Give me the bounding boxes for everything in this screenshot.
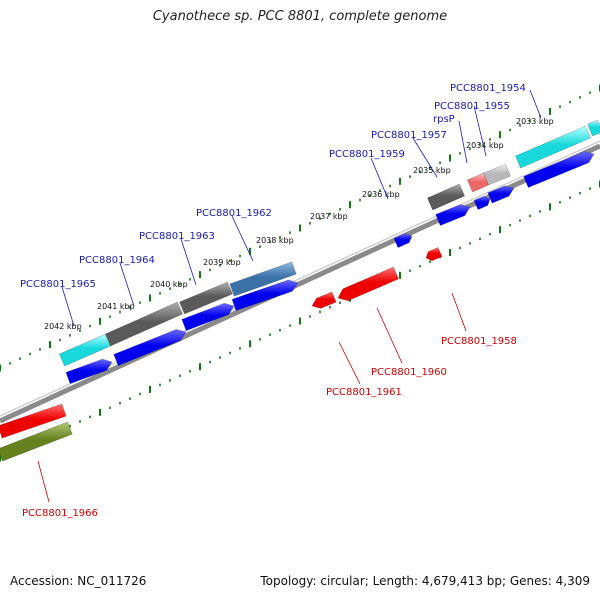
gene-label: PCC8801_1962 [196,208,272,219]
kbp-tick-label: 2036 kbp [362,190,400,199]
gene-forward [435,204,471,226]
feature-light [483,163,511,186]
gene-label-leader [119,262,135,307]
accession-text: Accession: NC_011726 [10,574,147,588]
gene-label-leader [37,460,50,503]
gene-forward [487,185,515,204]
gene-label-leader [473,105,487,157]
topology-text: Topology: circular; Length: 4,679,413 bp… [260,574,590,588]
feature-cyan [59,333,111,367]
feature-olive [0,421,73,462]
gene-label: rpsP [433,114,455,125]
gene-reverse [0,403,67,439]
gene-label-leader [376,307,403,364]
gene-label: PCC8801_1964 [79,255,155,266]
gene-label: PCC8801_1963 [139,231,215,242]
kbp-tick-label: 2042 kbp [44,322,82,331]
gene-label: PCC8801_1966 [22,508,98,519]
kbp-tick-label: 2037 kbp [310,212,348,221]
kbp-tick-label: 2041 kbp [97,302,135,311]
kbp-tick-label: 2033 kbp [516,117,554,126]
kbp-tick-label: 2039 kbp [203,258,241,267]
gene-label: PCC8801_1961 [326,387,402,398]
gene-reverse [337,266,399,302]
gene-reverse [425,247,443,262]
gene-reverse [311,291,337,309]
feature-gray [426,183,466,211]
gene-forward [231,279,299,312]
gene-forward [523,151,595,188]
gene-label-leader [412,137,438,178]
gene-label-leader [180,238,197,286]
gene-label-leader [529,89,542,119]
gene-label: PCC8801_1954 [450,83,526,94]
feature-gray [104,301,184,347]
gene-label: PCC8801_1965 [20,279,96,290]
gene-forward [181,302,235,331]
gene-forward [473,195,491,210]
kbp-tick-label: 2035 kbp [413,166,451,175]
feature-cyan [515,125,591,169]
gene-label-leader [370,157,389,200]
kbp-tick-label: 2038 kbp [256,236,294,245]
gene-label: PCC8801_1960 [371,367,447,378]
gene-forward [393,233,413,248]
gene-label-leader [458,120,468,164]
gene-label: PCC8801_1958 [441,336,517,347]
kbp-tick-label: 2040 kbp [150,280,188,289]
gene-label-leader [338,341,361,385]
gene-label: PCC8801_1955 [434,101,510,112]
kbp-tick-label: 2034 kbp [466,141,504,150]
feature-cyan [587,119,600,137]
gene-label: PCC8801_1957 [371,130,447,141]
gene-label: PCC8801_1959 [329,149,405,160]
gene-label-leader [61,286,75,327]
feature-steel [229,261,297,297]
map-title: Cyanothece sp. PCC 8801, complete genome [152,9,448,24]
gene-label-leader [451,292,467,332]
gene-label-leader [231,215,254,262]
gene-forward [113,329,187,366]
gene-forward [65,358,113,385]
feature-gray [179,281,233,315]
